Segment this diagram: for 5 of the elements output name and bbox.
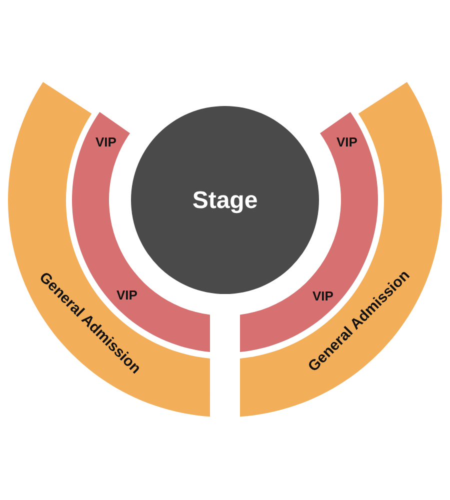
section-label: VIP	[336, 135, 358, 148]
section-label: VIP	[116, 288, 138, 302]
section-label: VIP	[312, 289, 334, 302]
section-label: VIP	[96, 135, 116, 148]
stage-label: Stage	[192, 189, 258, 213]
